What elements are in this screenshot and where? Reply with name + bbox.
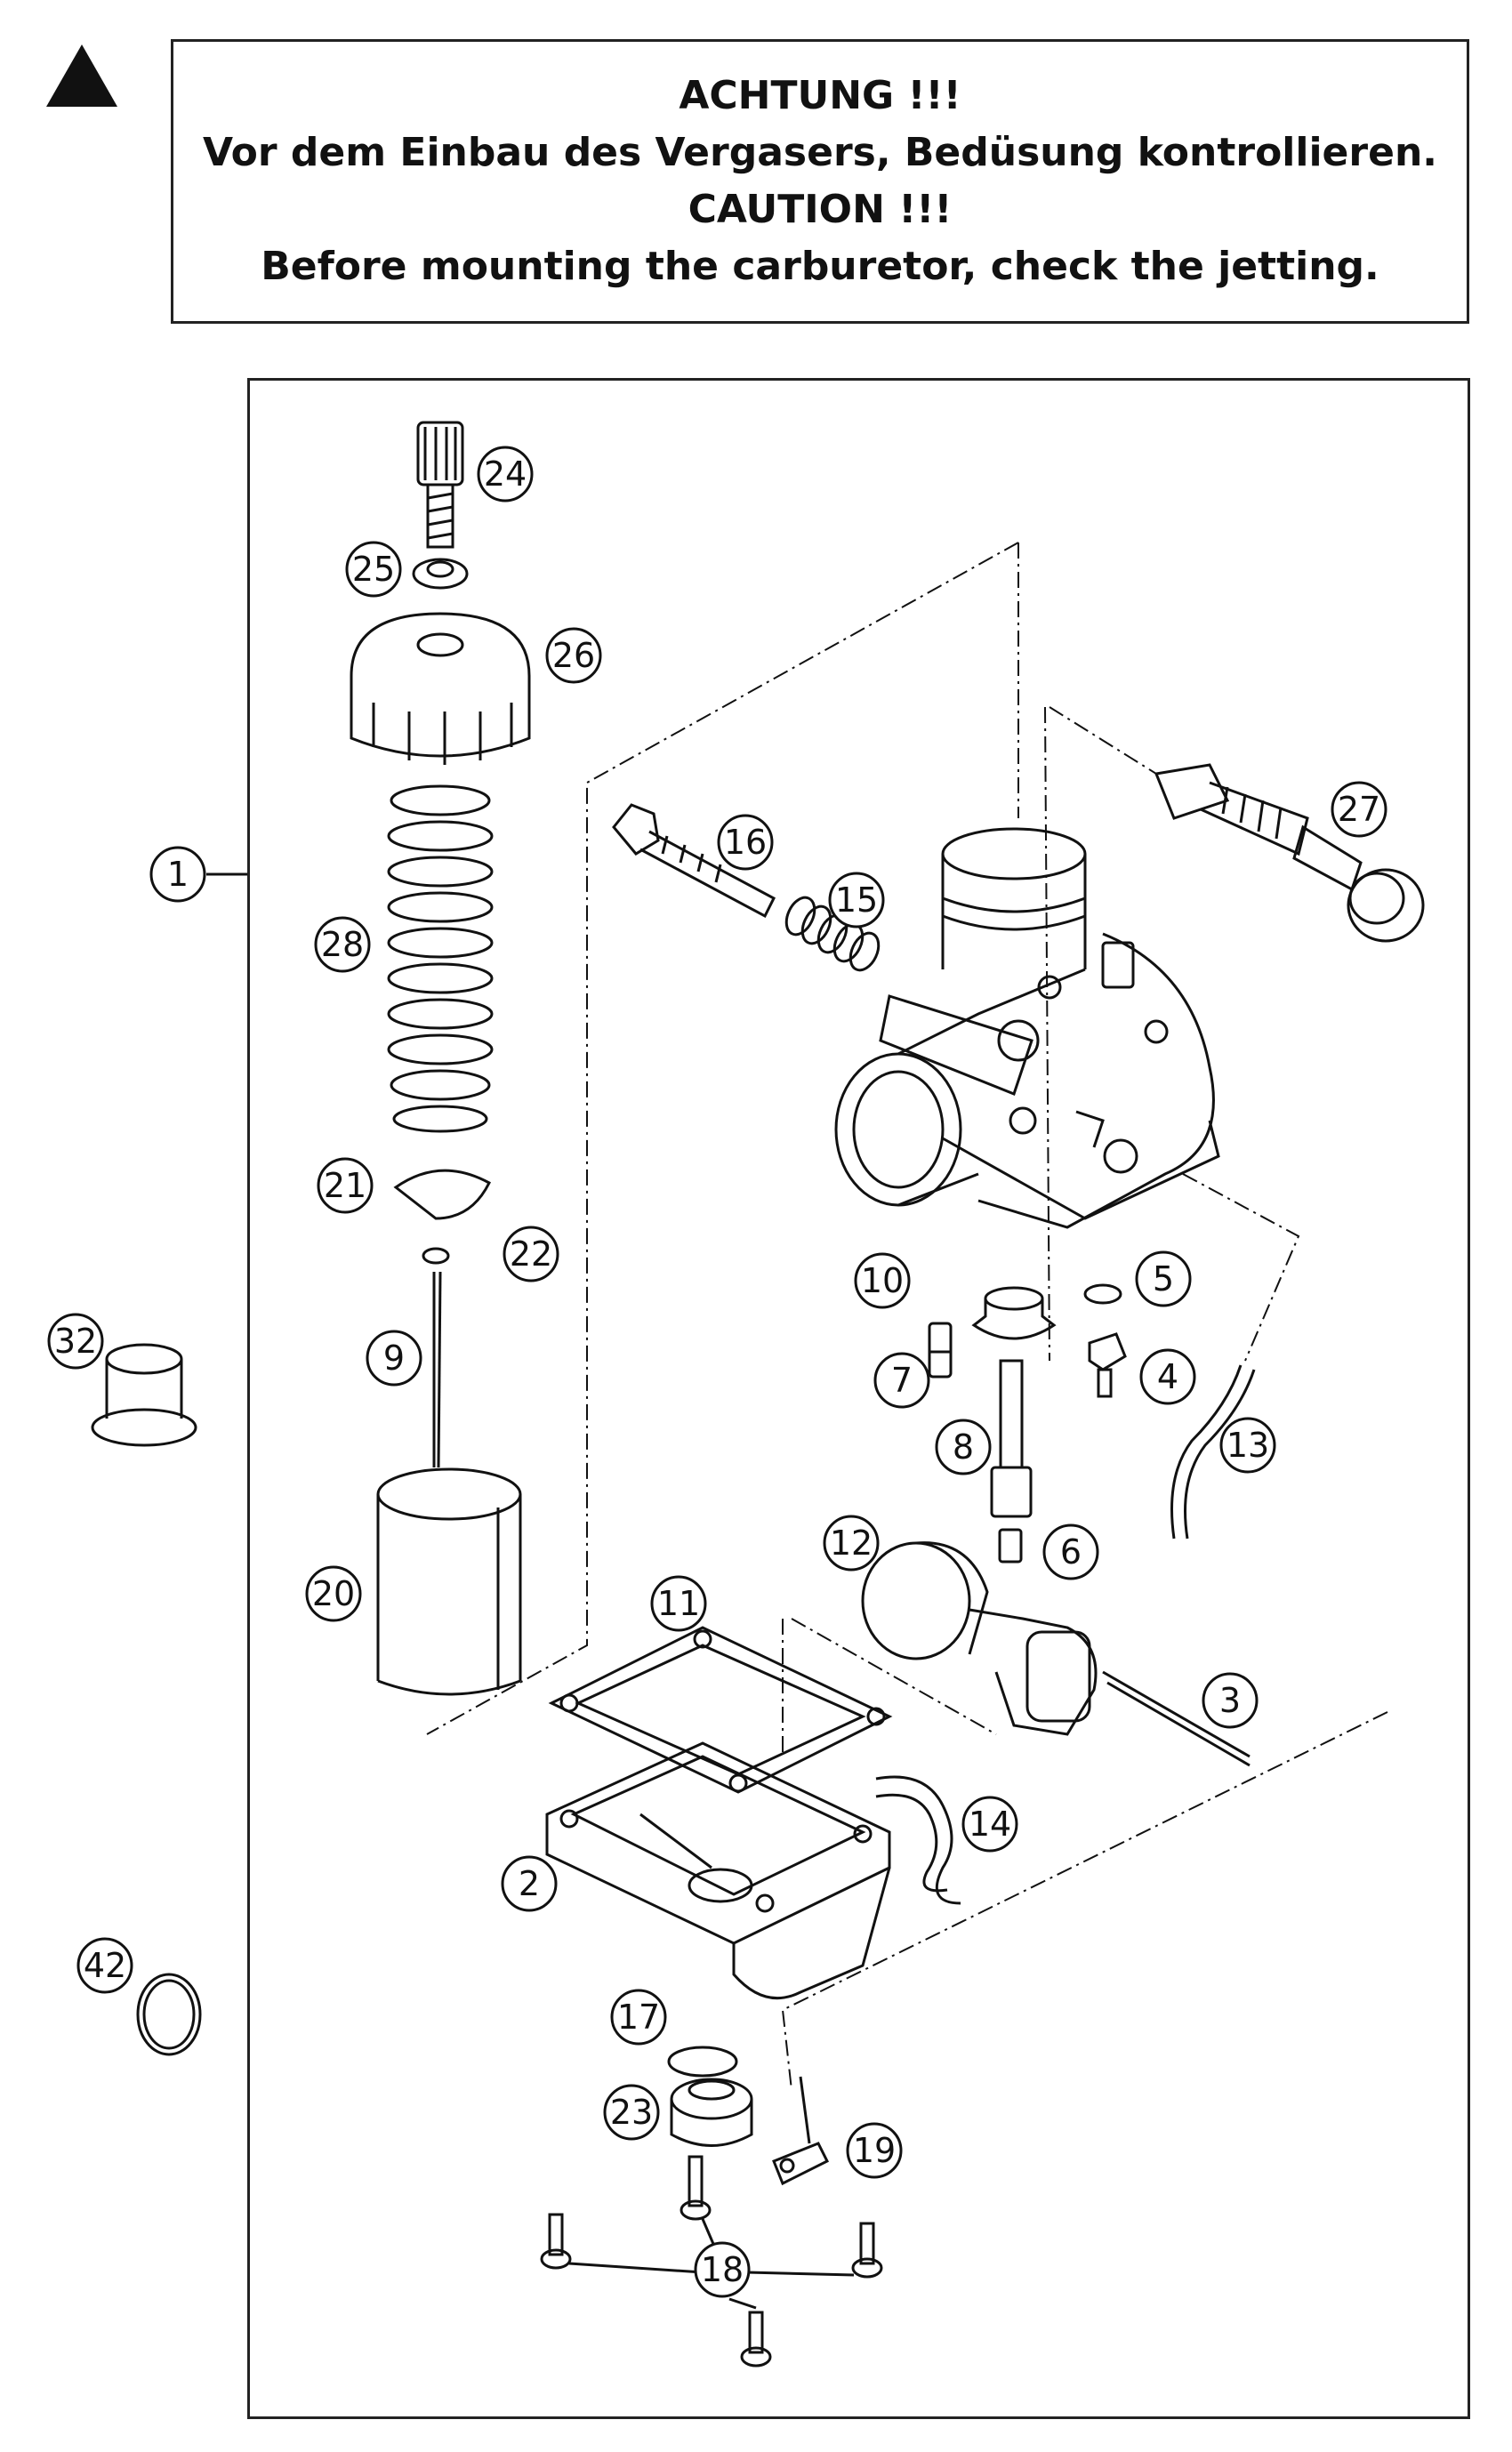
callout-10: 10 — [861, 1261, 904, 1300]
jet-needle-part — [432, 1271, 442, 1468]
callout-23: 23 — [610, 2093, 653, 2132]
callout-15: 15 — [835, 880, 878, 920]
overflow-hose-part — [875, 1775, 961, 1905]
needle-jet-part — [990, 1359, 1033, 1518]
callout-7: 7 — [891, 1361, 913, 1400]
callout-20: 20 — [312, 1574, 355, 1613]
idle-screw-part — [612, 803, 776, 919]
callout-4: 4 — [1157, 1357, 1178, 1396]
cable-guide-part — [772, 2076, 830, 2186]
choke-plunger-part — [1154, 763, 1425, 943]
float-bowl-part — [545, 1741, 891, 2000]
drain-o-ring-part — [667, 2046, 738, 2078]
callout-25: 25 — [352, 550, 395, 589]
rubber-cap-part — [91, 1343, 197, 1447]
callout-32: 32 — [54, 1322, 97, 1361]
float-part — [861, 1541, 1098, 1736]
callout-22: 22 — [510, 1234, 552, 1274]
callout-19: 19 — [853, 2131, 896, 2170]
callout-13: 13 — [1226, 1426, 1269, 1465]
callout-8: 8 — [953, 1427, 974, 1467]
carb-cap-part — [350, 612, 531, 765]
needle-plate-part — [393, 1169, 491, 1220]
needle-jet-holder-part — [971, 1286, 1057, 1340]
callout-26: 26 — [552, 636, 595, 675]
callout-27: 27 — [1338, 790, 1380, 829]
float-pin-part — [1102, 1670, 1251, 1767]
caution-text-en: Before mounting the carburetor, check th… — [261, 244, 1379, 289]
carburetor-body-part — [834, 827, 1220, 1229]
caution-notice: ACHTUNG !!! Vor dem Einbau des Vergasers… — [171, 39, 1469, 324]
callout-2: 2 — [519, 1864, 540, 1903]
caution-text-de: Vor dem Einbau des Vergasers, Bedüsung k… — [203, 130, 1437, 175]
main-jet-part — [998, 1528, 1023, 1564]
slide-spring-part — [387, 784, 494, 1133]
callout-3: 3 — [1219, 1681, 1241, 1720]
callout-18: 18 — [701, 2250, 744, 2289]
callout-28: 28 — [321, 925, 364, 964]
caution-heading-de: ACHTUNG !!! — [679, 73, 961, 118]
callout-42: 42 — [84, 1946, 126, 1985]
main-jet-holder-part — [1088, 1332, 1127, 1398]
throttle-slide-part — [376, 1467, 522, 1696]
cable-adjuster-part — [416, 421, 464, 549]
callout-21: 21 — [324, 1166, 366, 1205]
callout-24: 24 — [484, 454, 527, 494]
lock-nut-part — [412, 558, 469, 590]
drain-plug-part — [670, 2078, 753, 2147]
callout-6: 6 — [1060, 1532, 1082, 1572]
callout-17: 17 — [617, 1998, 660, 2037]
idle-spring-part — [784, 896, 881, 972]
callout-14: 14 — [969, 1805, 1011, 1844]
bowl-screw-part — [540, 2155, 883, 2368]
exploded-view-frame — [247, 378, 1470, 2419]
callout-12: 12 — [830, 1523, 873, 1563]
callout-9: 9 — [383, 1339, 405, 1378]
callout-circles — [47, 446, 1387, 2298]
pilot-jet-part — [928, 1322, 953, 1379]
caution-heading-en: CAUTION !!! — [688, 187, 953, 232]
clip-part — [422, 1247, 450, 1265]
callout-16: 16 — [724, 823, 767, 862]
vent-tube-part — [1170, 1364, 1256, 1540]
callout-11: 11 — [657, 1584, 700, 1623]
o-ring-part — [1083, 1283, 1122, 1305]
callout-1: 1 — [167, 855, 189, 894]
float-bowl-gasket-part — [548, 1626, 893, 1794]
callout-5: 5 — [1153, 1259, 1174, 1298]
hose-clamp-part — [136, 1973, 202, 2056]
warning-triangle-icon — [46, 44, 117, 107]
